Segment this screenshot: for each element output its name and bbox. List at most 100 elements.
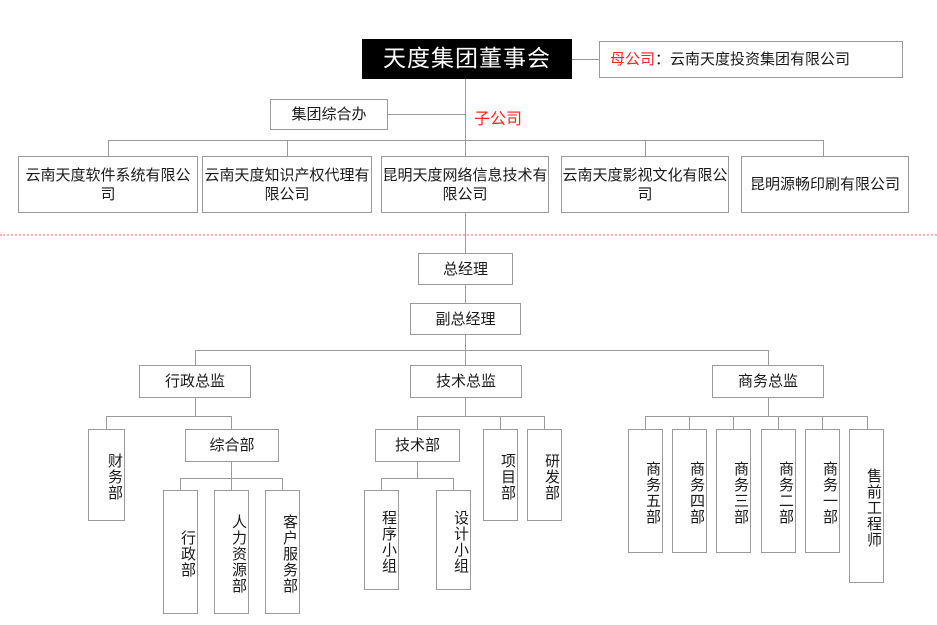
node-business-unit-5[interactable]: 商务一部 (805, 429, 840, 553)
drop-subsidiary-3 (465, 140, 466, 157)
node-director-business-label: 商务总监 (737, 372, 798, 391)
node-subsidiary-2-label: 云南天度知识产权代理有限公司 (204, 165, 370, 203)
node-business-unit-1[interactable]: 商务五部 (628, 429, 663, 553)
node-business-unit-4[interactable]: 商务二部 (761, 429, 796, 553)
node-business-unit-5-label: 商务一部 (821, 461, 839, 525)
node-business-unit-2-label: 商务四部 (688, 461, 706, 525)
node-subsidiary-3[interactable]: 昆明天度网络信息技术有限公司 (381, 156, 549, 213)
drop-business-unit-1 (645, 416, 646, 430)
drop-tech-dept (417, 416, 418, 430)
node-admin-dept[interactable]: 行政部 (163, 490, 198, 614)
drop-subsidiary-4 (645, 140, 646, 157)
drop-business-unit-3 (733, 416, 734, 430)
node-general-dept-label: 综合部 (209, 436, 255, 455)
node-deputy-general-manager-label: 副总经理 (435, 309, 496, 328)
parent-company-tag: 母公司 (610, 50, 656, 69)
node-hr-dept-label: 人力资源部 (230, 514, 248, 594)
bus-admin-children (106, 416, 231, 417)
node-general-manager-label: 总经理 (442, 259, 488, 278)
section-divider (0, 234, 937, 236)
node-board-label: 天度集团董事会 (383, 45, 551, 72)
drop-general-dept (231, 416, 232, 430)
drop-subsidiary-5 (823, 140, 824, 157)
drop-design-team (453, 478, 454, 491)
spine-business-down (768, 398, 769, 416)
subsidiary-tag-label: 子公司 (472, 105, 525, 129)
node-hr-dept[interactable]: 人力资源部 (214, 490, 249, 614)
drop-hr-dept (231, 478, 232, 491)
node-deputy-general-manager[interactable]: 副总经理 (410, 303, 521, 335)
node-business-unit-6[interactable]: 售前工程师 (849, 429, 884, 583)
node-program-team-label: 程序小组 (380, 510, 398, 574)
node-subsidiary-4[interactable]: 云南天度影视文化有限公司 (561, 156, 729, 213)
node-business-unit-2[interactable]: 商务四部 (672, 429, 707, 553)
parent-company-separator: ： (655, 50, 671, 69)
node-project-dept[interactable]: 项目部 (483, 429, 518, 521)
node-director-admin[interactable]: 行政总监 (139, 365, 251, 398)
connector-board-to-parent (572, 59, 600, 60)
node-design-team[interactable]: 设计小组 (436, 490, 471, 590)
node-tech-dept-label: 技术部 (394, 436, 440, 455)
node-group-office-label: 集团综合办 (291, 105, 367, 124)
node-customer-service-dept-label: 客户服务部 (281, 514, 299, 594)
spine-to-general-manager (465, 213, 466, 253)
drop-business-unit-2 (689, 416, 690, 430)
node-subsidiary-1[interactable]: 云南天度软件系统有限公司 (18, 156, 198, 213)
node-parent-company[interactable]: 母公司：云南天度投资集团有限公司 (599, 41, 903, 78)
node-business-unit-4-label: 商务二部 (777, 461, 795, 525)
bus-subsidiaries (108, 140, 824, 141)
connector-group-office-to-spine (388, 114, 465, 115)
node-subsidiary-1-label: 云南天度软件系统有限公司 (25, 165, 191, 203)
bus-tech-children (417, 416, 544, 417)
spine-general-dept-down (231, 462, 232, 478)
node-business-unit-3-label: 商务三部 (732, 461, 750, 525)
node-customer-service-dept[interactable]: 客户服务部 (265, 490, 300, 614)
spine-tech-down (465, 398, 466, 416)
node-design-team-label: 设计小组 (452, 510, 470, 574)
node-program-team[interactable]: 程序小组 (364, 490, 399, 590)
drop-business-unit-6 (867, 416, 868, 430)
node-business-unit-6-label: 售前工程师 (865, 468, 883, 548)
node-subsidiary-5-label: 昆明源畅印刷有限公司 (749, 175, 900, 194)
drop-finance-dept (106, 416, 107, 430)
parent-company-name: 云南天度投资集团有限公司 (670, 50, 851, 69)
bus-business-children (645, 416, 867, 417)
drop-subsidiary-2 (287, 140, 288, 157)
drop-director-business (768, 350, 769, 366)
bus-tech-dept-children (381, 478, 453, 479)
node-admin-dept-label: 行政部 (179, 530, 197, 578)
node-business-unit-3[interactable]: 商务三部 (716, 429, 751, 553)
spine-tech-dept-down (417, 462, 418, 478)
node-director-tech-label: 技术总监 (435, 372, 496, 391)
node-general-dept[interactable]: 综合部 (185, 429, 279, 462)
node-subsidiary-4-label: 云南天度影视文化有限公司 (562, 165, 728, 203)
spine-admin-down (195, 398, 196, 416)
drop-project-dept (500, 416, 501, 430)
connector-gm-to-dgm (465, 285, 466, 303)
node-subsidiary-2[interactable]: 云南天度知识产权代理有限公司 (202, 156, 372, 213)
drop-director-admin (195, 350, 196, 366)
node-subsidiary-5[interactable]: 昆明源畅印刷有限公司 (741, 156, 909, 213)
node-subsidiary-3-label: 昆明天度网络信息技术有限公司 (382, 165, 548, 203)
node-finance-dept-label: 财务部 (106, 453, 124, 501)
spine-board-down (465, 79, 466, 141)
node-rd-dept-label: 研发部 (543, 453, 561, 501)
drop-business-unit-5 (822, 416, 823, 430)
drop-customer-service-dept (282, 478, 283, 491)
node-project-dept-label: 项目部 (499, 453, 517, 501)
node-group-office[interactable]: 集团综合办 (270, 99, 388, 130)
node-rd-dept[interactable]: 研发部 (527, 429, 562, 521)
drop-admin-dept (180, 478, 181, 491)
node-director-business[interactable]: 商务总监 (712, 365, 824, 398)
drop-program-team (381, 478, 382, 491)
drop-director-tech (465, 350, 466, 366)
node-board-of-directors[interactable]: 天度集团董事会 (362, 39, 572, 79)
node-tech-dept[interactable]: 技术部 (375, 429, 460, 462)
node-director-tech[interactable]: 技术总监 (410, 365, 522, 398)
drop-subsidiary-1 (108, 140, 109, 157)
node-finance-dept[interactable]: 财务部 (88, 429, 125, 521)
spine-dgm-down (465, 335, 466, 351)
node-director-admin-label: 行政总监 (164, 372, 225, 391)
node-general-manager[interactable]: 总经理 (418, 253, 513, 285)
